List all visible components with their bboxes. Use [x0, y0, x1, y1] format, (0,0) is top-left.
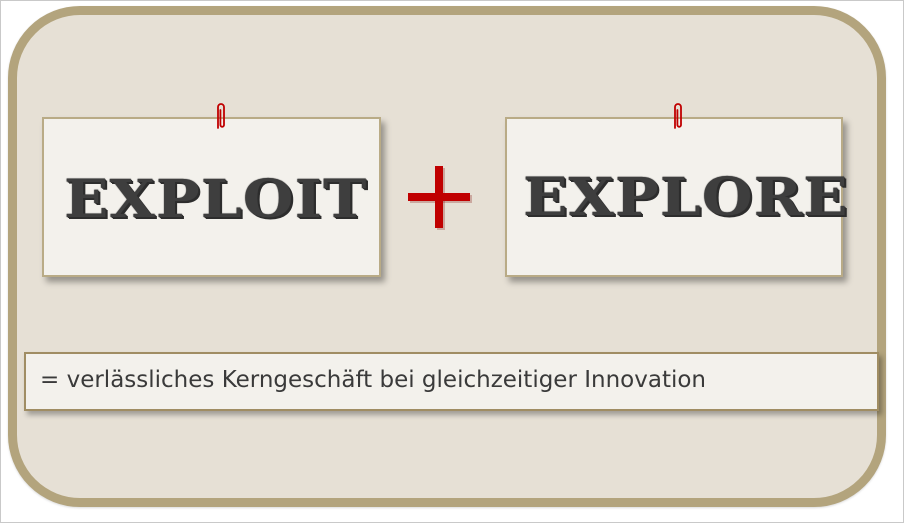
- plus-icon: [408, 166, 472, 230]
- result-text: = verlässliches Kerngeschäft bei gleichz…: [40, 367, 707, 393]
- paperclip-icon: [217, 103, 225, 129]
- explore-label: EXPLORE: [523, 167, 849, 228]
- exploit-card: EXPLOIT: [42, 117, 381, 277]
- exploit-label: EXPLOIT: [64, 169, 368, 230]
- result-box: = verlässliches Kerngeschäft bei gleichz…: [24, 352, 879, 411]
- explore-card: EXPLORE: [505, 117, 848, 277]
- paperclip-icon: [674, 103, 682, 129]
